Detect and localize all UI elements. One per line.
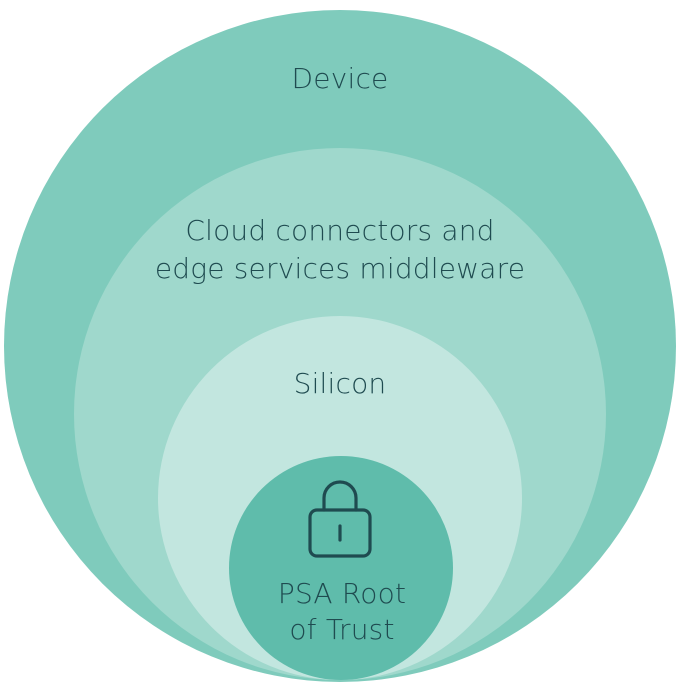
psa-root-of-trust-circle <box>229 456 453 680</box>
psa-label-line-1: PSA Root <box>277 577 407 610</box>
silicon-label: Silicon <box>293 367 387 400</box>
psa-root-of-trust-label: PSA Root of Trust <box>230 576 454 648</box>
cloud-middleware-label-line-2: edge services middleware <box>154 252 526 285</box>
lock-icon <box>308 480 372 558</box>
cloud-middleware-label-line-1: Cloud connectors and <box>185 214 495 247</box>
psa-label-line-2: of Trust <box>289 613 395 646</box>
device-label: Device <box>291 62 389 95</box>
cloud-middleware-label: Cloud connectors and edge services middl… <box>0 212 680 288</box>
